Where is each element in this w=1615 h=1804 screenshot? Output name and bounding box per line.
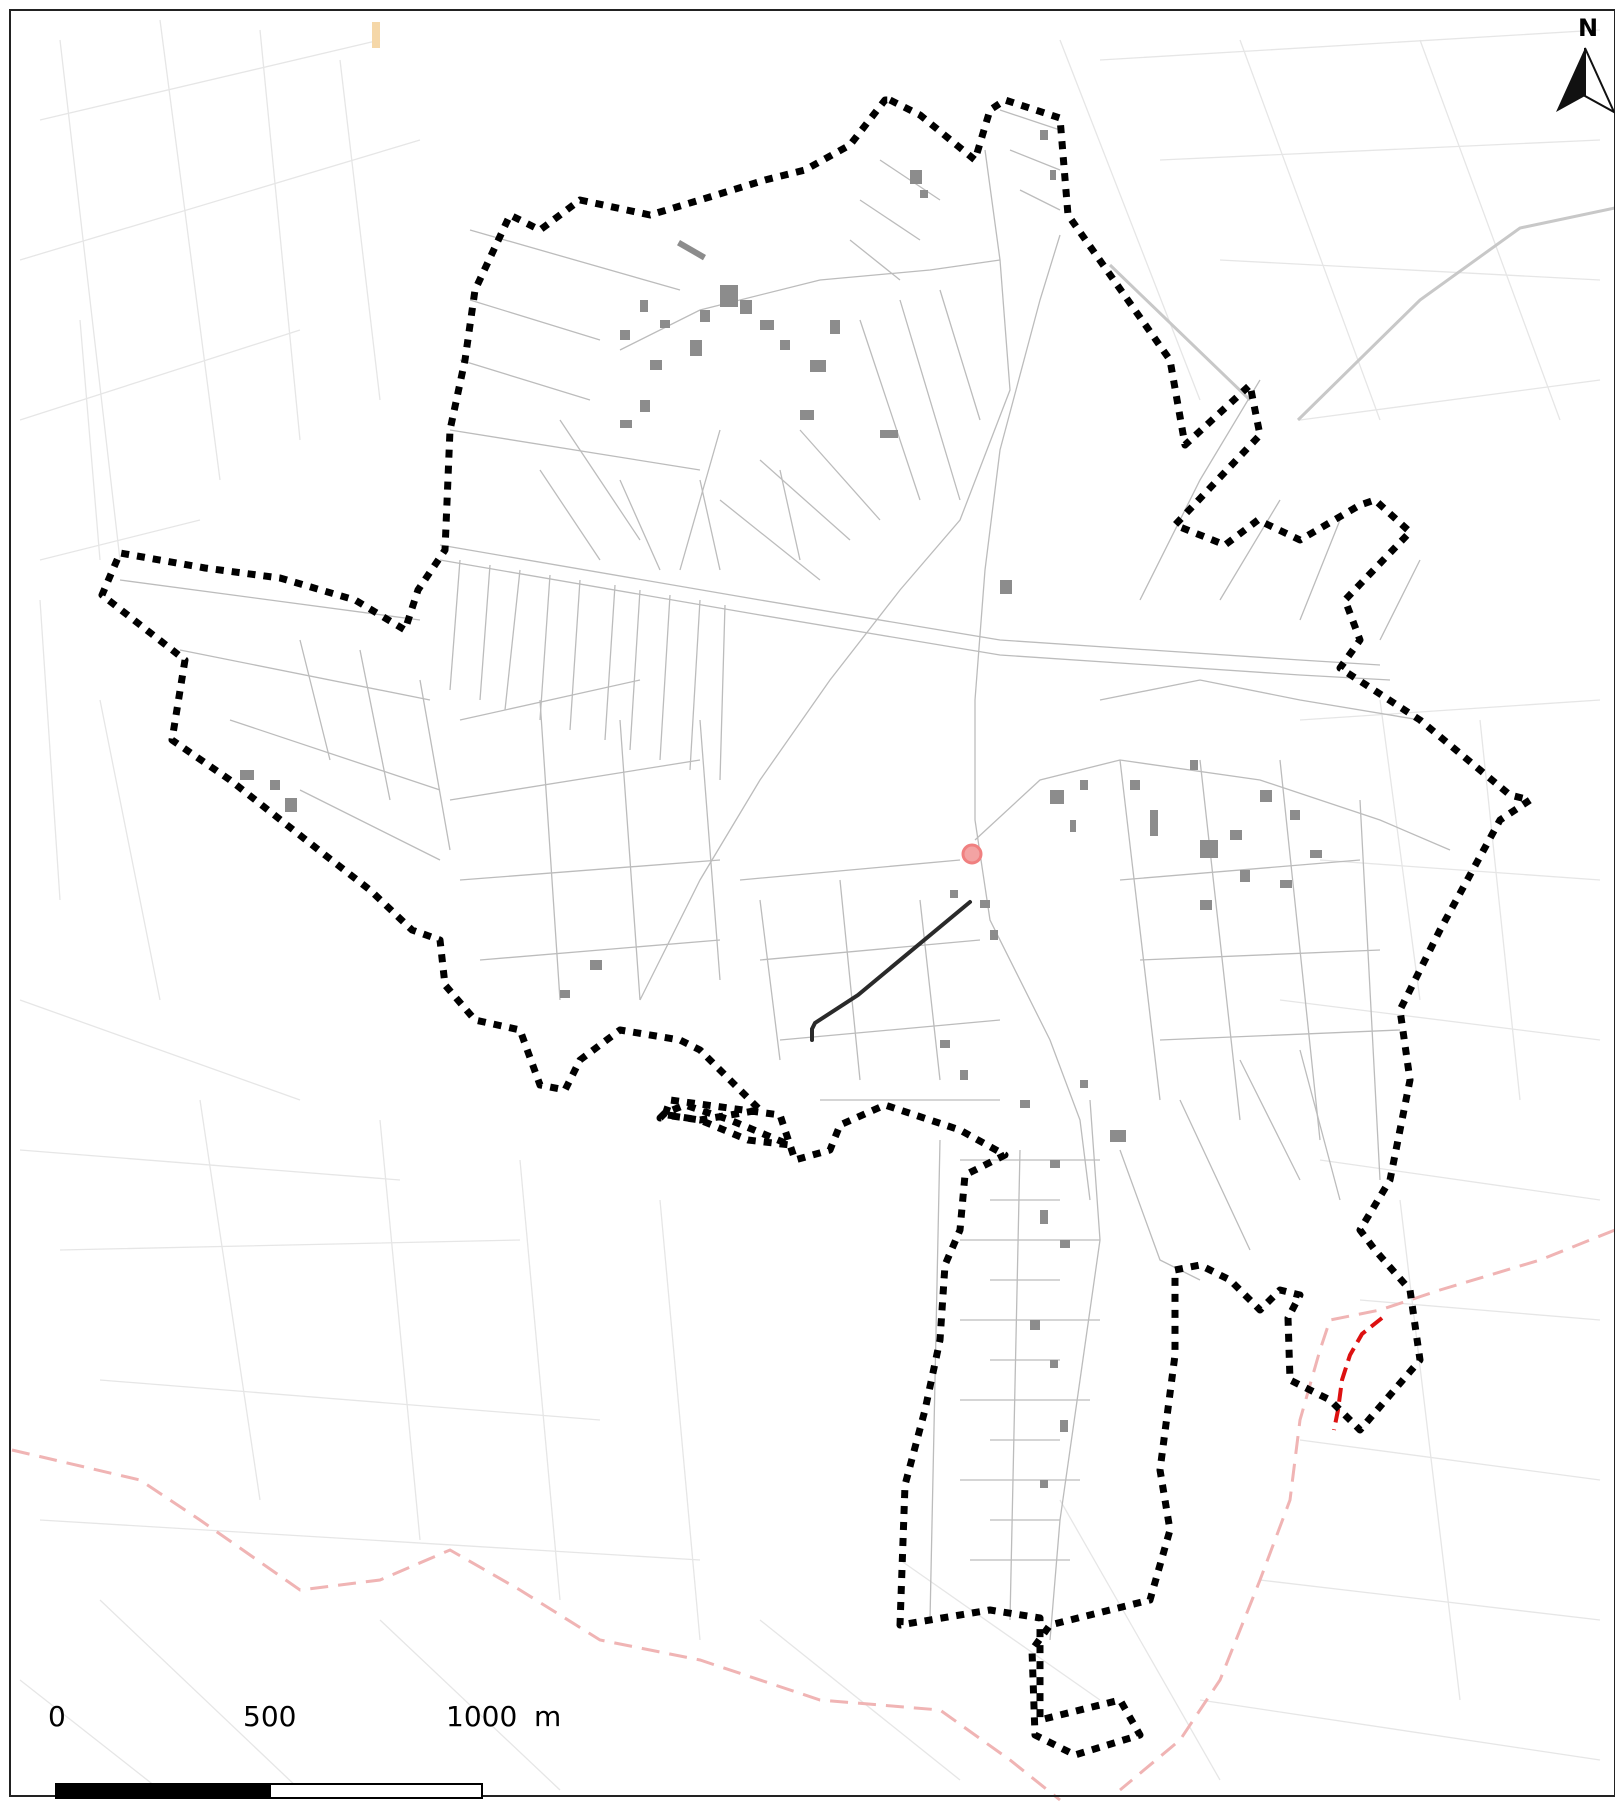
scale-label-0: 0 [48, 1700, 66, 1733]
location-point-icon[interactable] [961, 843, 983, 865]
topleft-marker [372, 22, 380, 48]
study-area-boundary [98, 96, 1534, 1759]
buildings [240, 130, 1322, 1488]
municipal-boundary-dashed [11, 1228, 1615, 1802]
scale-label-500: 500 [243, 1700, 297, 1733]
north-arrow-icon [1556, 47, 1615, 114]
scale-unit: m [534, 1700, 562, 1733]
scale-label-1000: 1000 [446, 1700, 518, 1733]
parcel-lines [119, 109, 1451, 1641]
red-dashed-segment [1332, 1316, 1384, 1431]
regional-road [1108, 206, 1615, 422]
north-arrow-label: N [1578, 14, 1599, 42]
background-parcels [19, 19, 1601, 1791]
scale-bar [55, 1783, 483, 1799]
highlighted-route [810, 900, 972, 1042]
map-border [9, 9, 1615, 1797]
